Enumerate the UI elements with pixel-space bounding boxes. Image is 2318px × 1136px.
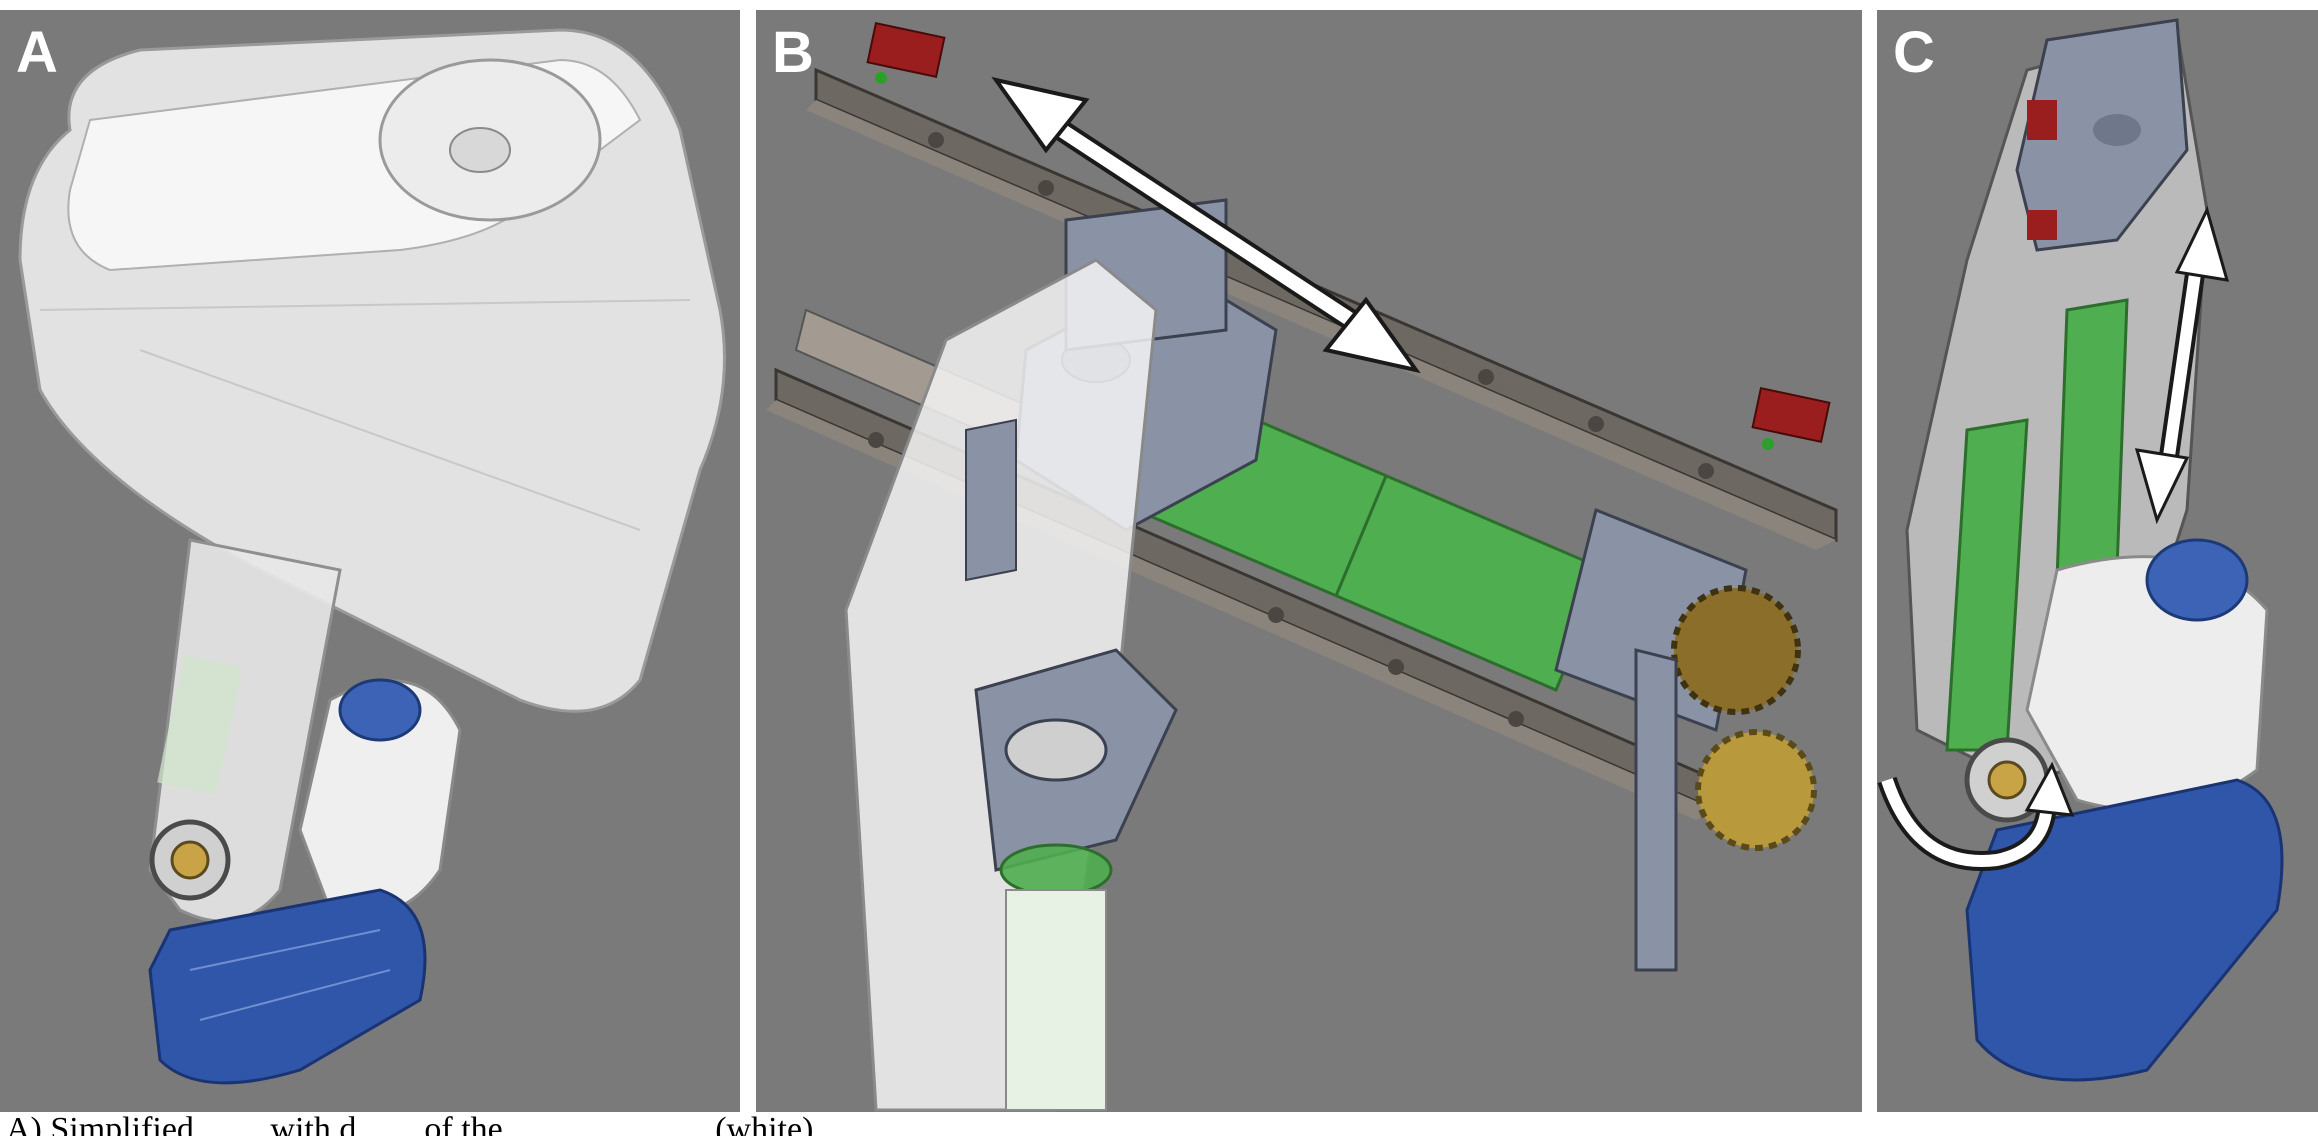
battery-cell-right (2055, 298, 2129, 582)
panel-b: B (756, 10, 1862, 1112)
handle-blue (148, 888, 427, 1085)
panel-c-label: C (1893, 20, 1935, 85)
panel-b-render (766, 21, 1838, 1112)
panel-a: A (0, 10, 740, 1112)
translation-arrow (2134, 205, 2230, 525)
panel-c: C (1877, 10, 2318, 1112)
panel-a-label: A (16, 20, 58, 85)
sensor-upper (866, 21, 946, 84)
gear-lower (1695, 729, 1817, 851)
handle-blue (1965, 778, 2284, 1082)
sensor-lower (1751, 386, 1831, 450)
translation-arrow (991, 76, 1421, 374)
panel-b-label: B (772, 20, 814, 85)
figure-caption: A) Simplified ... ... with d... ... of t… (6, 1111, 1154, 1136)
top-boss-hole (449, 127, 511, 173)
panel-a-render (18, 28, 726, 1085)
panel-c-render (1877, 18, 2284, 1082)
gear-upper (1671, 585, 1801, 715)
